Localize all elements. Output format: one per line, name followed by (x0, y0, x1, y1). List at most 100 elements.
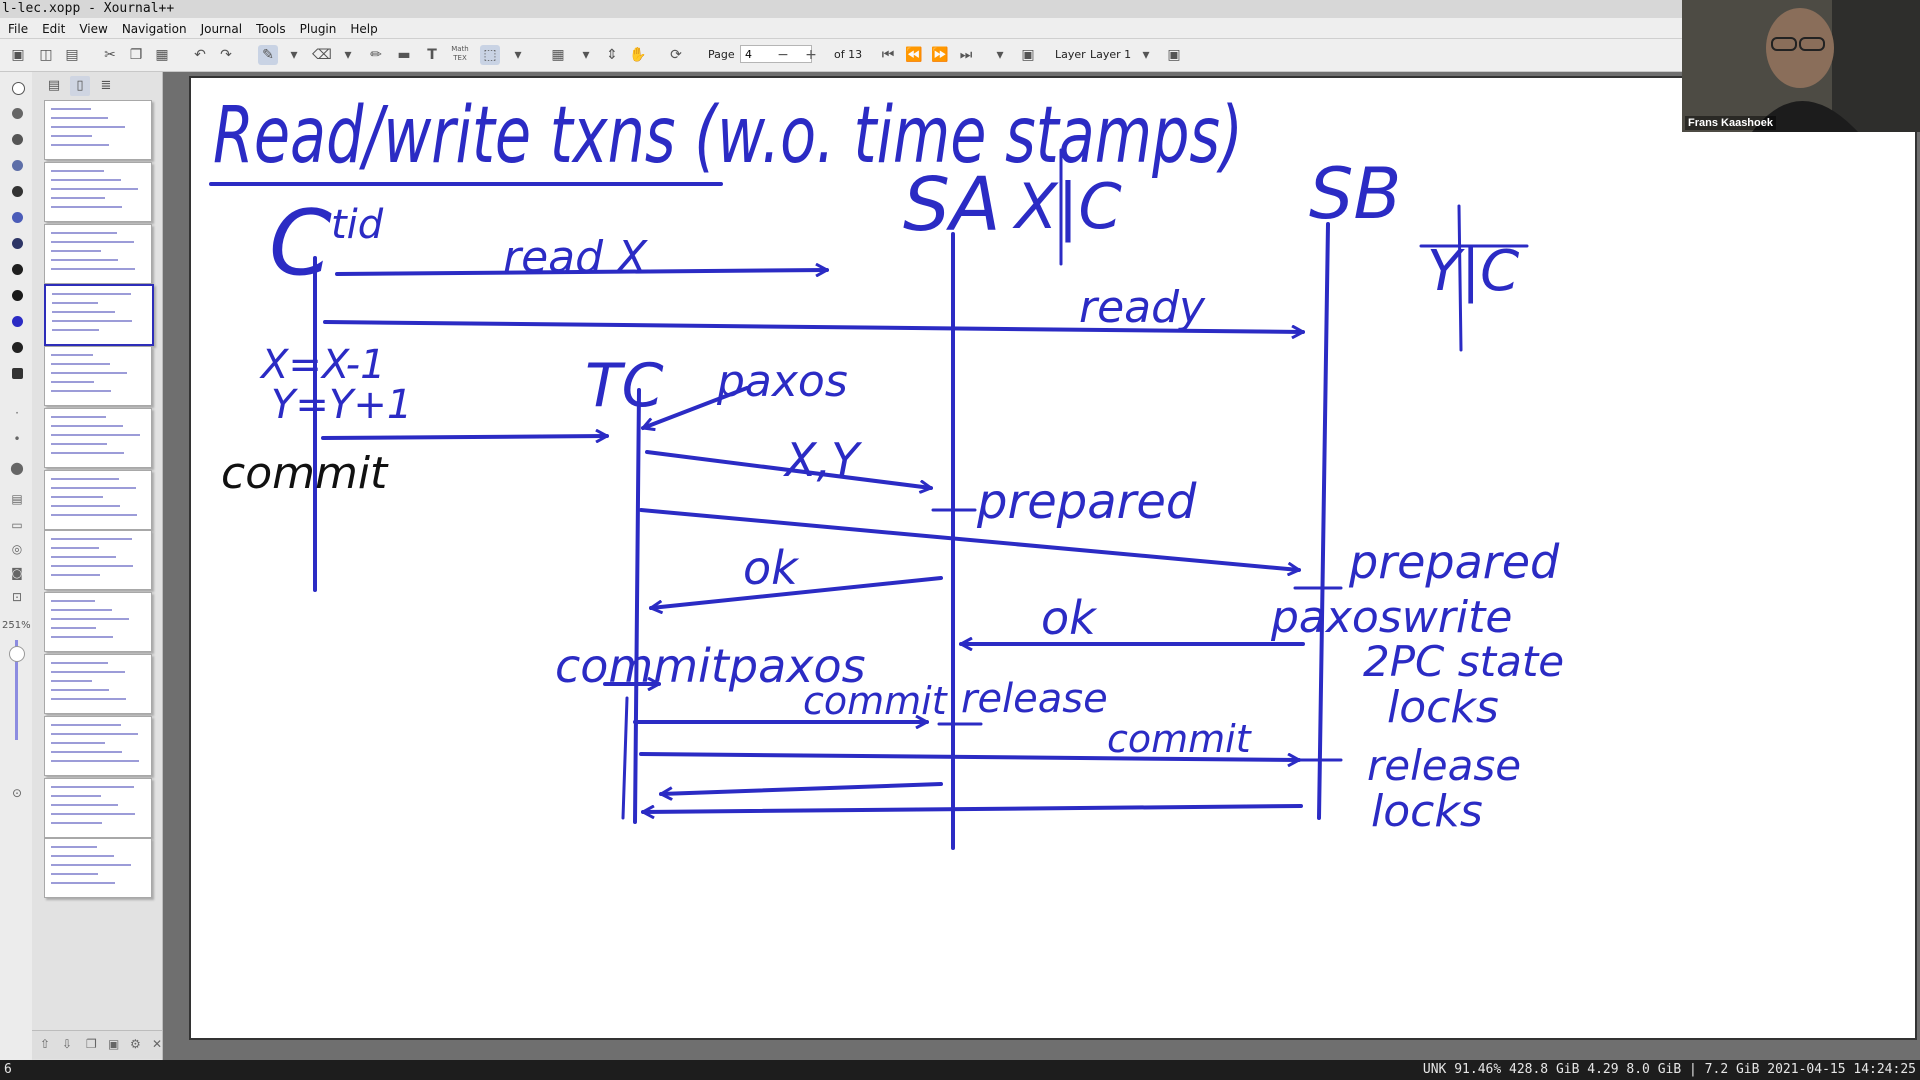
page-down-icon[interactable]: ⇩ (62, 1037, 73, 1051)
select-dropdown-icon[interactable]: ▾ (514, 47, 522, 63)
color-black2-swatch[interactable] (12, 264, 23, 275)
delete-page-icon[interactable]: ▣ (1021, 47, 1035, 63)
eraser-dropdown-icon[interactable]: ▾ (344, 47, 352, 63)
menu-journal[interactable]: Journal (200, 22, 243, 36)
play-object-icon[interactable]: ⟳ (670, 47, 682, 63)
last-page-icon[interactable]: ⏭ (959, 47, 973, 63)
presentation-icon[interactable]: ▭ (11, 518, 23, 532)
settings-icon[interactable]: ⚙ (130, 1037, 141, 1051)
undo-icon[interactable]: ↶ (194, 47, 206, 63)
color-indigo-swatch[interactable] (12, 212, 23, 223)
color-white-swatch[interactable] (12, 82, 25, 95)
color-black4-swatch[interactable] (12, 342, 23, 353)
zoom-slider-handle[interactable] (9, 646, 25, 662)
close-sidebar-icon[interactable]: ✕ (152, 1037, 163, 1051)
menu-edit[interactable]: Edit (42, 22, 66, 36)
next-page-icon[interactable]: ⏩ (931, 47, 949, 63)
highlighter-icon[interactable]: ✏ (370, 47, 382, 63)
color-darkgray-swatch[interactable] (12, 134, 23, 145)
page-decrement-icon[interactable]: − (777, 47, 789, 63)
page-thumbnail[interactable] (44, 470, 152, 530)
menu-tools[interactable]: Tools (256, 22, 286, 36)
copy-icon[interactable]: ❐ (129, 47, 143, 63)
new-page-icon[interactable]: ◫ (39, 47, 53, 63)
select-region-icon[interactable]: ⬚ (480, 45, 500, 65)
paxos-write: paxoswrite (1270, 592, 1512, 643)
redo-icon[interactable]: ↷ (220, 47, 232, 63)
note-title: Read/write txns (w.o. time stamps) (213, 91, 1243, 181)
menu-plugin[interactable]: Plugin (299, 22, 337, 36)
tab-layers-icon[interactable]: ▤ (47, 78, 61, 93)
dot-medium-icon[interactable]: • (13, 432, 21, 446)
dot-small-icon[interactable]: · (15, 406, 19, 420)
dot-large-icon[interactable]: ● (10, 458, 24, 477)
layer-select[interactable]: Layer 1 (1090, 48, 1132, 61)
page-thumbnail[interactable] (44, 654, 152, 714)
page-thumbnail[interactable] (44, 838, 152, 898)
color-black-swatch[interactable] (12, 186, 23, 197)
paste-icon[interactable]: ▦ (155, 47, 169, 63)
read-x-arrow (335, 270, 827, 274)
copy-page-icon[interactable]: ❐ (86, 1037, 97, 1051)
page-thumbnail[interactable] (44, 592, 152, 652)
webcam-video: Frans Kaashoek (1682, 0, 1920, 132)
record-icon[interactable]: ◎ (11, 542, 23, 556)
page-thumbnail[interactable] (44, 778, 152, 838)
menu-view[interactable]: View (79, 22, 108, 36)
page-number-input[interactable]: 4 (740, 45, 812, 63)
shape-icon[interactable]: ▤ (11, 492, 23, 506)
client-label: C (269, 191, 332, 296)
color-slate-swatch[interactable] (12, 160, 23, 171)
eraser-icon[interactable]: ⌫ (312, 47, 332, 63)
save-icon[interactable]: ▣ (11, 47, 25, 63)
color-gray-swatch[interactable] (12, 108, 23, 119)
text-tool-icon[interactable]: T (427, 47, 437, 63)
prev-page-icon[interactable]: ⏪ (905, 47, 923, 63)
color-blue-swatch[interactable] (12, 316, 23, 327)
pen-dropdown-icon[interactable]: ▾ (290, 47, 298, 63)
commit-arrow (321, 436, 607, 438)
page-thumbnail[interactable] (44, 408, 152, 468)
layer-dropdown-icon[interactable]: ▾ (1142, 47, 1150, 63)
grid-icon[interactable]: ▦ (551, 47, 565, 63)
page-thumbnail[interactable] (44, 530, 152, 590)
page-thumbnail[interactable] (44, 284, 154, 346)
page-thumbnail[interactable] (44, 716, 152, 776)
zoom-fit-icon[interactable]: ⊡ (11, 590, 23, 604)
audio-icon[interactable]: ◙ (11, 566, 23, 580)
tab-page-preview-icon[interactable]: ▯ (70, 76, 90, 96)
vertical-space-icon[interactable]: ⇕ (606, 47, 618, 63)
delete-page-sidebar-icon[interactable]: ▣ (108, 1037, 120, 1051)
insert-page-icon[interactable]: ▾ (996, 47, 1004, 63)
zoom-reset-icon[interactable]: ⊙ (11, 786, 23, 800)
page-up-icon[interactable]: ⇧ (40, 1037, 51, 1051)
first-page-icon[interactable]: ⏮ (881, 47, 895, 63)
xy-arrow (645, 450, 931, 488)
tab-outline-icon[interactable]: ≣ (100, 78, 112, 93)
page-thumbnail[interactable] (44, 100, 152, 160)
page-increment-icon[interactable]: + (805, 47, 817, 63)
color-navy-swatch[interactable] (12, 238, 23, 249)
server-a-label: SA (903, 162, 1001, 248)
menu-file[interactable]: File (8, 22, 29, 36)
fullscreen-icon[interactable]: ▣ (1167, 47, 1181, 63)
commit-b: commit (1107, 717, 1253, 761)
menu-navigation[interactable]: Navigation (121, 22, 187, 36)
grid-dropdown-icon[interactable]: ▾ (582, 47, 590, 63)
zoom-slider[interactable] (15, 640, 18, 740)
math-tex-icon[interactable]: Math TEX (451, 45, 469, 62)
page-thumbnail[interactable] (44, 162, 152, 222)
color-black3-swatch[interactable] (12, 290, 23, 301)
page-thumbnail[interactable] (44, 346, 152, 406)
cut-icon[interactable]: ✂ (104, 47, 116, 63)
page-thumbnail[interactable] (44, 224, 152, 284)
open-icon[interactable]: ▤ (65, 47, 79, 63)
hand-tool-icon[interactable]: ✋ (629, 47, 647, 63)
menu-help[interactable]: Help (350, 22, 378, 36)
commit-b-arrow (639, 752, 1299, 760)
color-custom-swatch[interactable] (12, 368, 23, 379)
pen-tool-icon[interactable]: ✎ (258, 45, 278, 65)
image-icon[interactable]: ▬ (397, 47, 411, 63)
